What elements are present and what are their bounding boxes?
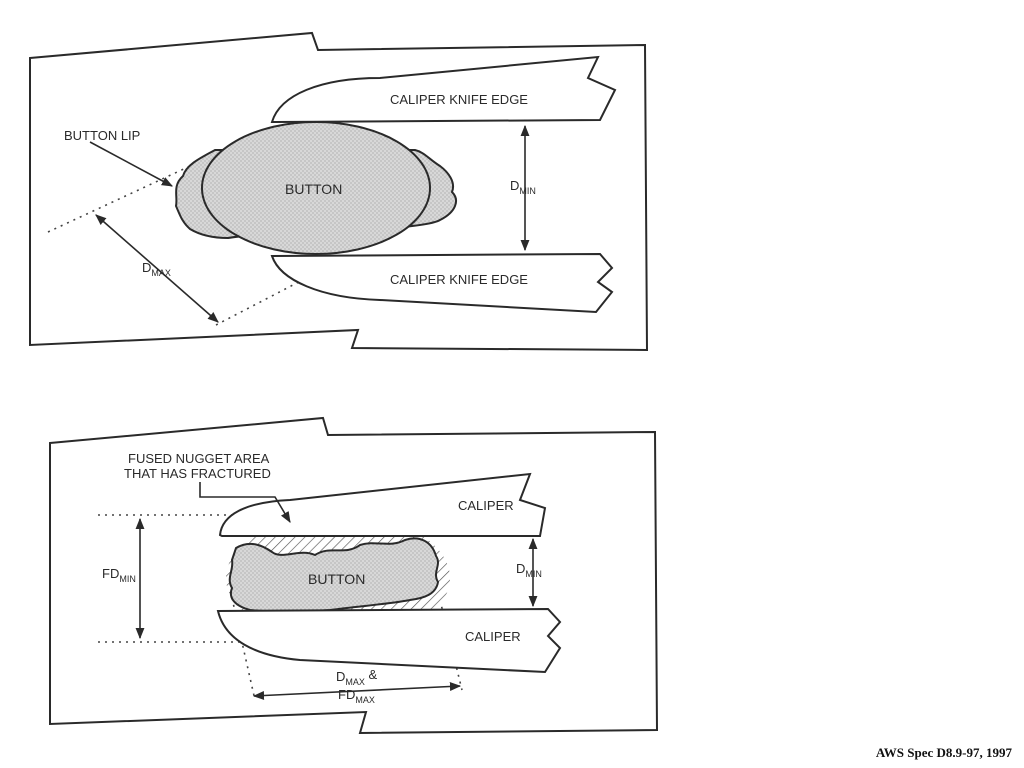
top-caliper-lower-label: CALIPER KNIFE EDGE <box>390 272 528 287</box>
bottom-dmin-main: D <box>516 561 525 576</box>
bottom-dmax-main: D <box>336 669 345 684</box>
top-dmax-main: D <box>142 260 151 275</box>
bottom-caliper-upper-label: CALIPER <box>458 498 514 513</box>
top-dmax-arrow <box>95 214 219 323</box>
top-caliper-upper <box>270 55 617 123</box>
bottom-dmax-sub: MAX <box>345 677 365 687</box>
top-caliper-lower <box>270 252 614 314</box>
top-dmin-main: D <box>510 178 519 193</box>
bottom-caliper-lower-label: CALIPER <box>465 629 521 644</box>
bottom-button-label: BUTTON <box>308 571 365 587</box>
top-dmin-sub: MIN <box>519 186 536 196</box>
top-dmax-label: DMAX <box>142 260 171 278</box>
bottom-fdmin-sub: MIN <box>119 574 136 584</box>
bottom-fused-label-line1: FUSED NUGGET AREA <box>128 451 270 466</box>
bottom-fused-leader <box>199 482 291 523</box>
bottom-fdmin-main: FD <box>102 566 119 581</box>
bottom-dmin-sub: MIN <box>525 569 542 579</box>
top-sheet-outline <box>29 31 649 352</box>
top-dmax-sub: MAX <box>151 268 171 278</box>
bottom-sheet-outline <box>49 416 659 735</box>
top-caliper-upper-label: CALIPER KNIFE EDGE <box>390 92 528 107</box>
source-citation: AWS Spec D8.9-97, 1997 <box>876 745 1013 760</box>
bottom-caliper-lower <box>216 607 562 674</box>
top-figure: CALIPER KNIFE EDGE CALIPER KNIFE EDGE BU… <box>29 31 649 352</box>
bottom-dmin-label: DMIN <box>516 561 542 579</box>
bottom-fdmax-main: FD <box>338 687 355 702</box>
bottom-caliper-upper <box>218 472 547 537</box>
top-button-label: BUTTON <box>285 181 342 197</box>
bottom-dmax-arrow <box>252 682 462 700</box>
bottom-dmax-fdmax-line2: FDMAX <box>338 687 375 705</box>
bottom-fused-label-line2: THAT HAS FRACTURED <box>124 466 271 481</box>
top-button-lip-leader <box>89 141 173 187</box>
bottom-fdmin-label: FDMIN <box>102 566 136 584</box>
bottom-button <box>228 537 440 613</box>
bottom-dmax-suffix: & <box>365 667 378 682</box>
bottom-fdmax-sub: MAX <box>355 695 375 705</box>
top-dmax-dotted-lines <box>47 127 319 326</box>
top-button-lip-label: BUTTON LIP <box>64 128 140 143</box>
top-dmin-label: DMIN <box>510 178 536 196</box>
bottom-figure: FUSED NUGGET AREA THAT HAS FRACTURED CAL… <box>49 416 659 735</box>
bottom-dmax-fdmax-line1: DMAX & <box>336 667 378 687</box>
